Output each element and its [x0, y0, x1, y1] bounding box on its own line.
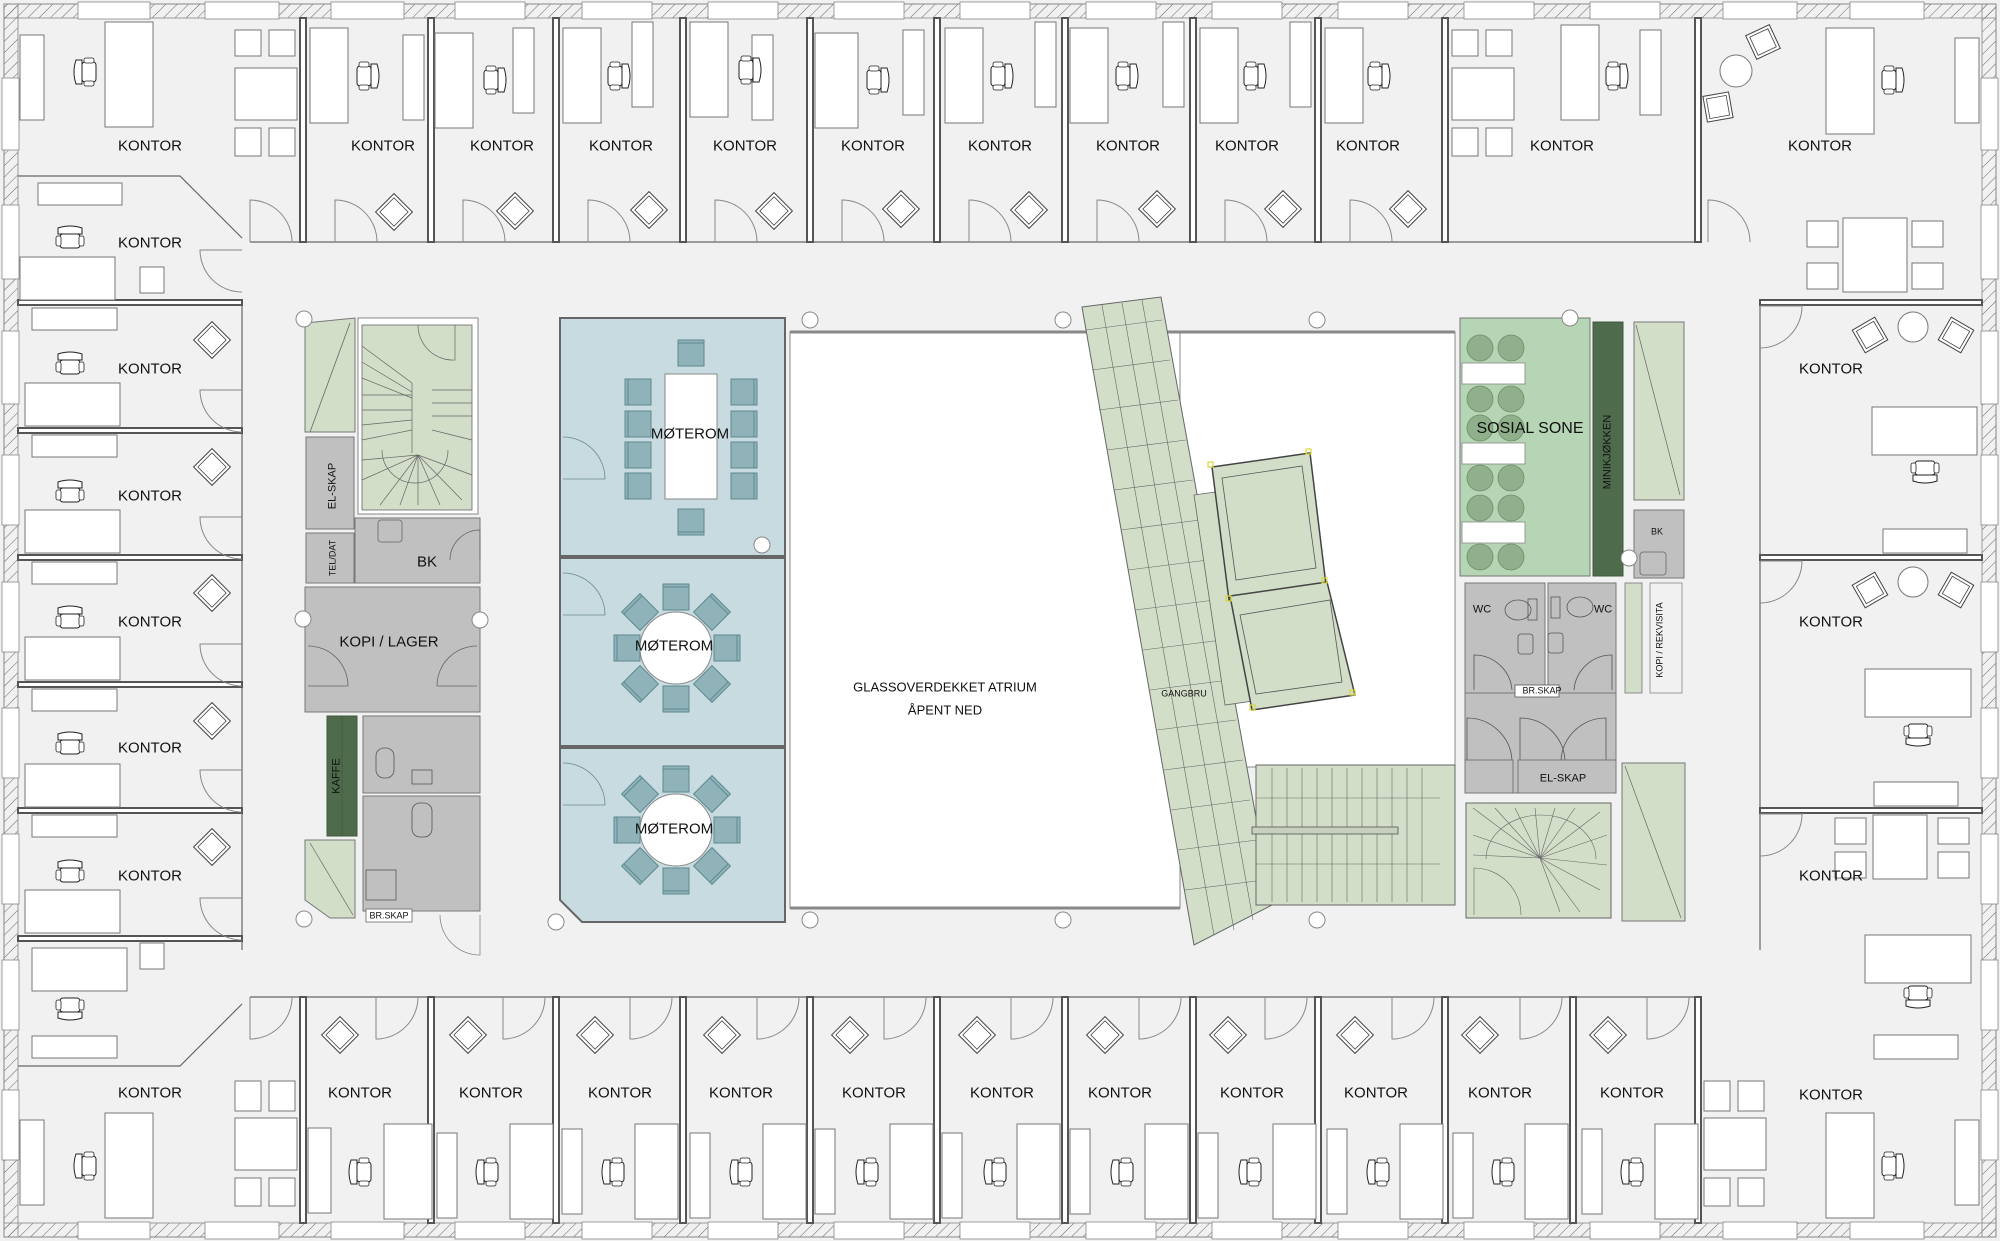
copy-props-label: KOPI / REKVISITA: [1654, 602, 1665, 678]
office-label: KONTOR: [118, 234, 182, 252]
office-label: KONTOR: [1799, 360, 1863, 378]
office-label: KONTOR: [1344, 1084, 1408, 1102]
office-label: KONTOR: [118, 1084, 182, 1102]
office-label: KONTOR: [1799, 867, 1863, 885]
office-label: KONTOR: [1215, 137, 1279, 155]
office-label: KONTOR: [1799, 1086, 1863, 1104]
office-label: KONTOR: [1799, 613, 1863, 631]
tel-data-label: TEL/DAT: [327, 539, 338, 577]
electrical-cabinet-label: EL-SKAP: [326, 462, 339, 510]
office-label: KONTOR: [1220, 1084, 1284, 1102]
office-label: KONTOR: [1336, 137, 1400, 155]
atrium-label: GLASSOVERDEKKET ATRIUM: [853, 679, 1037, 695]
office-label: KONTOR: [842, 1084, 906, 1102]
social-zone-label: SOSIAL SONE: [1476, 420, 1584, 437]
copy-storage-label: KOPI / LAGER: [339, 633, 439, 651]
office-label: KONTOR: [968, 137, 1032, 155]
office-label: KONTOR: [459, 1084, 523, 1102]
meeting-rooms: [547, 317, 786, 931]
coffee-label: KAFFE: [330, 758, 343, 794]
office-label: KONTOR: [351, 137, 415, 155]
left-core: [294, 310, 489, 956]
cleaning-room-label: BK: [1650, 526, 1664, 537]
atrium-sublabel: ÅPENT NED: [907, 702, 983, 718]
office-label: KONTOR: [118, 487, 182, 505]
office-label: KONTOR: [841, 137, 905, 155]
cleaning-room-label: BK: [416, 553, 438, 571]
bridge-label: GANGBRU: [1161, 688, 1207, 699]
electrical-cabinet-label: EL-SKAP: [1539, 772, 1587, 785]
office-label: KONTOR: [118, 360, 182, 378]
office-label: KONTOR: [118, 867, 182, 885]
office-label: KONTOR: [970, 1084, 1034, 1102]
right-core: [1459, 309, 1686, 922]
office-label: KONTOR: [709, 1084, 773, 1102]
office-label: KONTOR: [589, 137, 653, 155]
office-label: KONTOR: [1088, 1084, 1152, 1102]
office-label: KONTOR: [1530, 137, 1594, 155]
wc-label: WC: [1472, 603, 1492, 616]
office-label: KONTOR: [1096, 137, 1160, 155]
office-label: KONTOR: [118, 137, 182, 155]
office-label: KONTOR: [328, 1084, 392, 1102]
office-label: KONTOR: [1600, 1084, 1664, 1102]
office-label: KONTOR: [588, 1084, 652, 1102]
mini-kitchen-label: MINIKJØKKEN: [1601, 414, 1614, 490]
office-label: KONTOR: [470, 137, 534, 155]
office-label: KONTOR: [118, 613, 182, 631]
office-label: KONTOR: [118, 739, 182, 757]
wc-label: WC: [1593, 603, 1613, 616]
office-label: KONTOR: [713, 137, 777, 155]
meeting-room-label: MØTEROM: [650, 425, 730, 443]
meeting-room-label: MØTEROM: [634, 637, 714, 655]
office-label: KONTOR: [1788, 137, 1852, 155]
bridge: [1081, 296, 1456, 946]
fire-cabinet-label: BR.SKAP: [1522, 685, 1562, 696]
fire-cabinet-label: BR.SKAP: [369, 910, 409, 921]
office-label: KONTOR: [1468, 1084, 1532, 1102]
meeting-room-label: MØTEROM: [634, 820, 714, 838]
